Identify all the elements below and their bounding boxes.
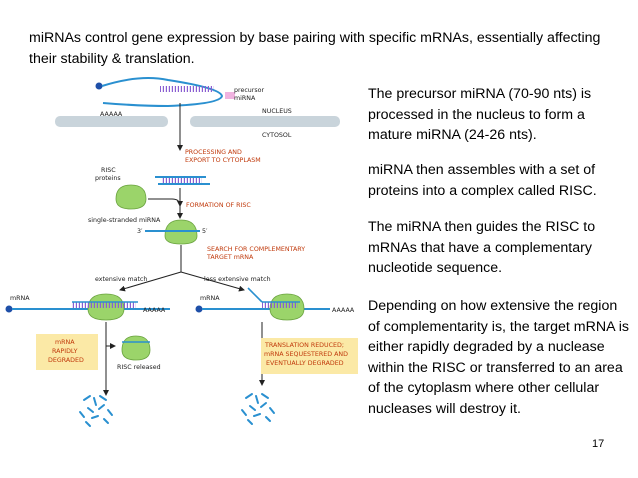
arrow-risc-join [148, 198, 183, 207]
processing-label-2: EXPORT TO CYTOPLASM [185, 157, 261, 164]
paragraph-risc-assembly: miRNA then assembles with a set of prote… [368, 162, 597, 199]
degraded-label-1: mRNA [55, 339, 75, 346]
translation-label-box [261, 338, 358, 374]
mrna-label-right: mRNA [200, 295, 220, 302]
three-prime-label: 3′ [137, 228, 143, 235]
arrow-branch-left [119, 271, 182, 292]
risc-proteins-label-2: proteins [95, 175, 121, 182]
mirna-duplex [155, 176, 210, 185]
degraded-fragments-left [79, 395, 113, 427]
precursor-label-1: precursor [234, 87, 264, 94]
arrow-branch-right [180, 271, 245, 292]
precursor-label-2: miRNA [234, 95, 256, 102]
processing-label-1: PROCESSING AND [185, 149, 242, 156]
paragraph-outcome: Depending on how extensive the region of… [368, 298, 629, 417]
search-label-1: SEARCH FOR COMPLEMENTARY [207, 246, 305, 253]
translation-label-1: TRANSLATION REDUCED; [264, 342, 344, 349]
page-number: 17 [592, 438, 605, 450]
translation-label-3: EVENTUALLY DEGRADED [266, 360, 344, 367]
degraded-label-box [36, 334, 98, 370]
translation-label-2: mRNA SEQUESTERED AND [264, 351, 348, 358]
risc-proteins-label-1: RISC [101, 167, 116, 174]
less-extensive-label: less extensive match [204, 276, 271, 283]
search-label-2: TARGET mRNA [206, 254, 254, 261]
released-risc-blob [121, 335, 151, 361]
nuclear-envelope [55, 116, 340, 127]
single-stranded-label: single-stranded miRNA [88, 217, 161, 224]
paragraph-guidance: The miRNA then guides the RISC to mRNAs … [368, 219, 596, 276]
five-prime-label: 5′ [202, 228, 208, 235]
precursor-mirna-hairpin [95, 77, 235, 108]
nucleus-label: NUCLEUS [262, 108, 292, 115]
aaaaa-label-left: AAAAA [143, 307, 166, 314]
degraded-label-2: RAPIDLY [52, 348, 78, 355]
left-mrna-complex [5, 293, 170, 321]
aaaaa-label-top: AAAAA [100, 111, 123, 118]
degraded-label-3: DEGRADED [48, 357, 84, 364]
degraded-fragments-right [241, 393, 275, 425]
risc-released-label: RISC released [117, 364, 161, 371]
paragraph-precursor: The precursor miRNA (70-90 nts) is proce… [368, 86, 592, 143]
extensive-match-label: extensive match [95, 276, 147, 283]
aaaaa-label-right: AAAAA [332, 307, 355, 314]
formation-label: FORMATION OF RISC [186, 202, 251, 209]
right-mrna-complex [195, 287, 330, 321]
cytosol-label: CYTOSOL [262, 132, 292, 139]
slide-title: miRNAs control gene expression by base p… [29, 30, 601, 67]
mrna-label-left: mRNA [10, 295, 30, 302]
risc-protein-blob [115, 184, 147, 210]
